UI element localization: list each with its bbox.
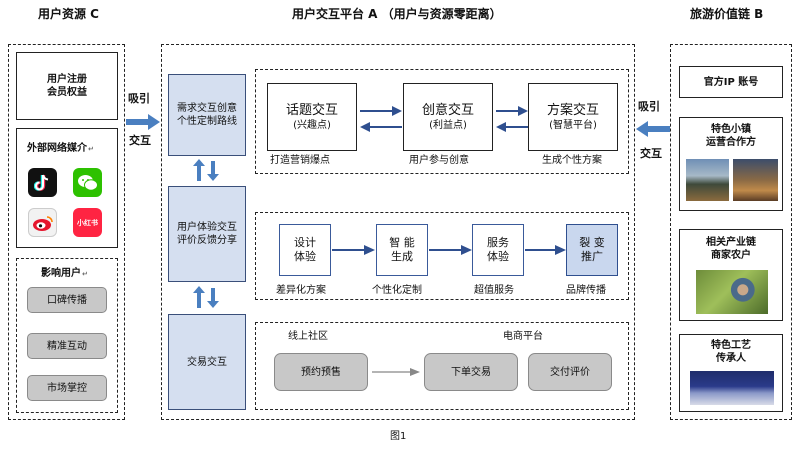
craft-inheritor-box: 特色工艺 传承人 — [679, 334, 783, 412]
user-resource-header: 用户资源 C — [38, 7, 99, 21]
row2-arrow-1 — [332, 245, 375, 255]
figure-caption: 图1 — [390, 431, 407, 442]
topic-interaction-box: 话题交互 (兴趣点) — [267, 83, 357, 151]
row1-arrows-a — [360, 106, 402, 132]
town-photo-2 — [733, 159, 778, 201]
order-transaction-button: 下单交易 — [424, 353, 518, 391]
tiktok-icon — [28, 168, 57, 197]
register-box: 用户注册 会员权益 — [16, 52, 118, 120]
delivery-review-button: 交付评价 — [528, 353, 612, 391]
industry-chain-box: 相关产业链 商家农户 — [679, 229, 783, 321]
left-attract-label: 吸引 — [128, 92, 150, 105]
weibo-icon — [28, 208, 57, 237]
interaction-platform-panel — [161, 44, 635, 420]
register-label: 用户注册 会员权益 — [47, 74, 87, 98]
transaction-interaction-stage: 交易交互 — [168, 314, 246, 410]
external-media-title: 外部网络媒介 — [27, 142, 94, 156]
transaction-interaction-group — [255, 322, 629, 410]
brand-spread-caption: 品牌传播 — [566, 285, 606, 296]
differentiated-plan-caption: 差异化方案 — [276, 285, 326, 296]
influence-users-title: 影响用户 — [41, 267, 88, 281]
town-operator-box: 特色小镇 运营合作方 — [679, 117, 783, 211]
farmer-photo — [696, 270, 768, 314]
interaction-platform-header: 用户交互平台 A （用户与资源零距离） — [292, 7, 502, 21]
demand-interaction-group — [255, 69, 629, 174]
presale-button: 预约预售 — [274, 353, 368, 391]
official-ip-account-box: 官方IP 账号 — [679, 66, 783, 98]
row2-arrow-2 — [429, 245, 472, 255]
right-attract-label: 吸引 — [638, 100, 660, 113]
personal-plan-caption: 生成个性方案 — [542, 155, 602, 166]
service-experience-box: 服务 体验 — [472, 224, 524, 276]
row2-arrow-3 — [525, 245, 566, 255]
viral-promotion-box: 裂 变 推广 — [566, 224, 618, 276]
plan-interaction-box: 方案交互 (智慧平台) — [528, 83, 618, 151]
tourism-value-chain-panel — [670, 44, 792, 420]
craft-photo — [690, 371, 774, 405]
ecommerce-label: 电商平台 — [503, 331, 543, 342]
influence-users-box: 影响用户 口碑传播 精准互动 市场掌控 — [16, 258, 118, 413]
left-flow-arrow — [126, 114, 160, 130]
experience-interaction-stage: 用户体验交互 评价反馈分享 — [168, 186, 246, 282]
demand-interaction-stage: 需求交互创意 个性定制路线 — [168, 74, 246, 156]
customization-caption: 个性化定制 — [372, 285, 422, 296]
online-community-label: 线上社区 — [288, 331, 328, 342]
word-of-mouth-item: 口碑传播 — [27, 287, 107, 313]
marketing-hotspot-caption: 打造营销爆点 — [270, 155, 330, 166]
left-interact-label: 交互 — [129, 134, 151, 147]
market-control-item: 市场掌控 — [27, 375, 107, 401]
user-creative-caption: 用户参与创意 — [409, 155, 469, 166]
experience-interaction-group — [255, 212, 629, 300]
smart-generation-box: 智 能 生成 — [376, 224, 428, 276]
right-interact-label: 交互 — [640, 147, 662, 160]
town-photo-1 — [686, 159, 729, 201]
external-media-box: 外部网络媒介 小红书 — [16, 128, 118, 248]
right-flow-arrow — [636, 121, 670, 137]
tourism-value-chain-header: 旅游价值链 B — [690, 7, 764, 21]
row3-arrow — [372, 368, 420, 376]
row1-arrows-b — [496, 106, 528, 132]
stage1-stage2-arrows — [193, 159, 219, 181]
value-service-caption: 超值服务 — [474, 285, 514, 296]
creative-interaction-box: 创意交互 (利益点) — [403, 83, 493, 151]
wechat-icon — [73, 168, 102, 197]
design-experience-box: 设计 体验 — [279, 224, 331, 276]
stage2-stage3-arrows — [193, 286, 219, 308]
precise-interaction-item: 精准互动 — [27, 333, 107, 359]
xiaohongshu-icon: 小红书 — [73, 208, 102, 237]
user-resource-panel — [8, 44, 125, 420]
